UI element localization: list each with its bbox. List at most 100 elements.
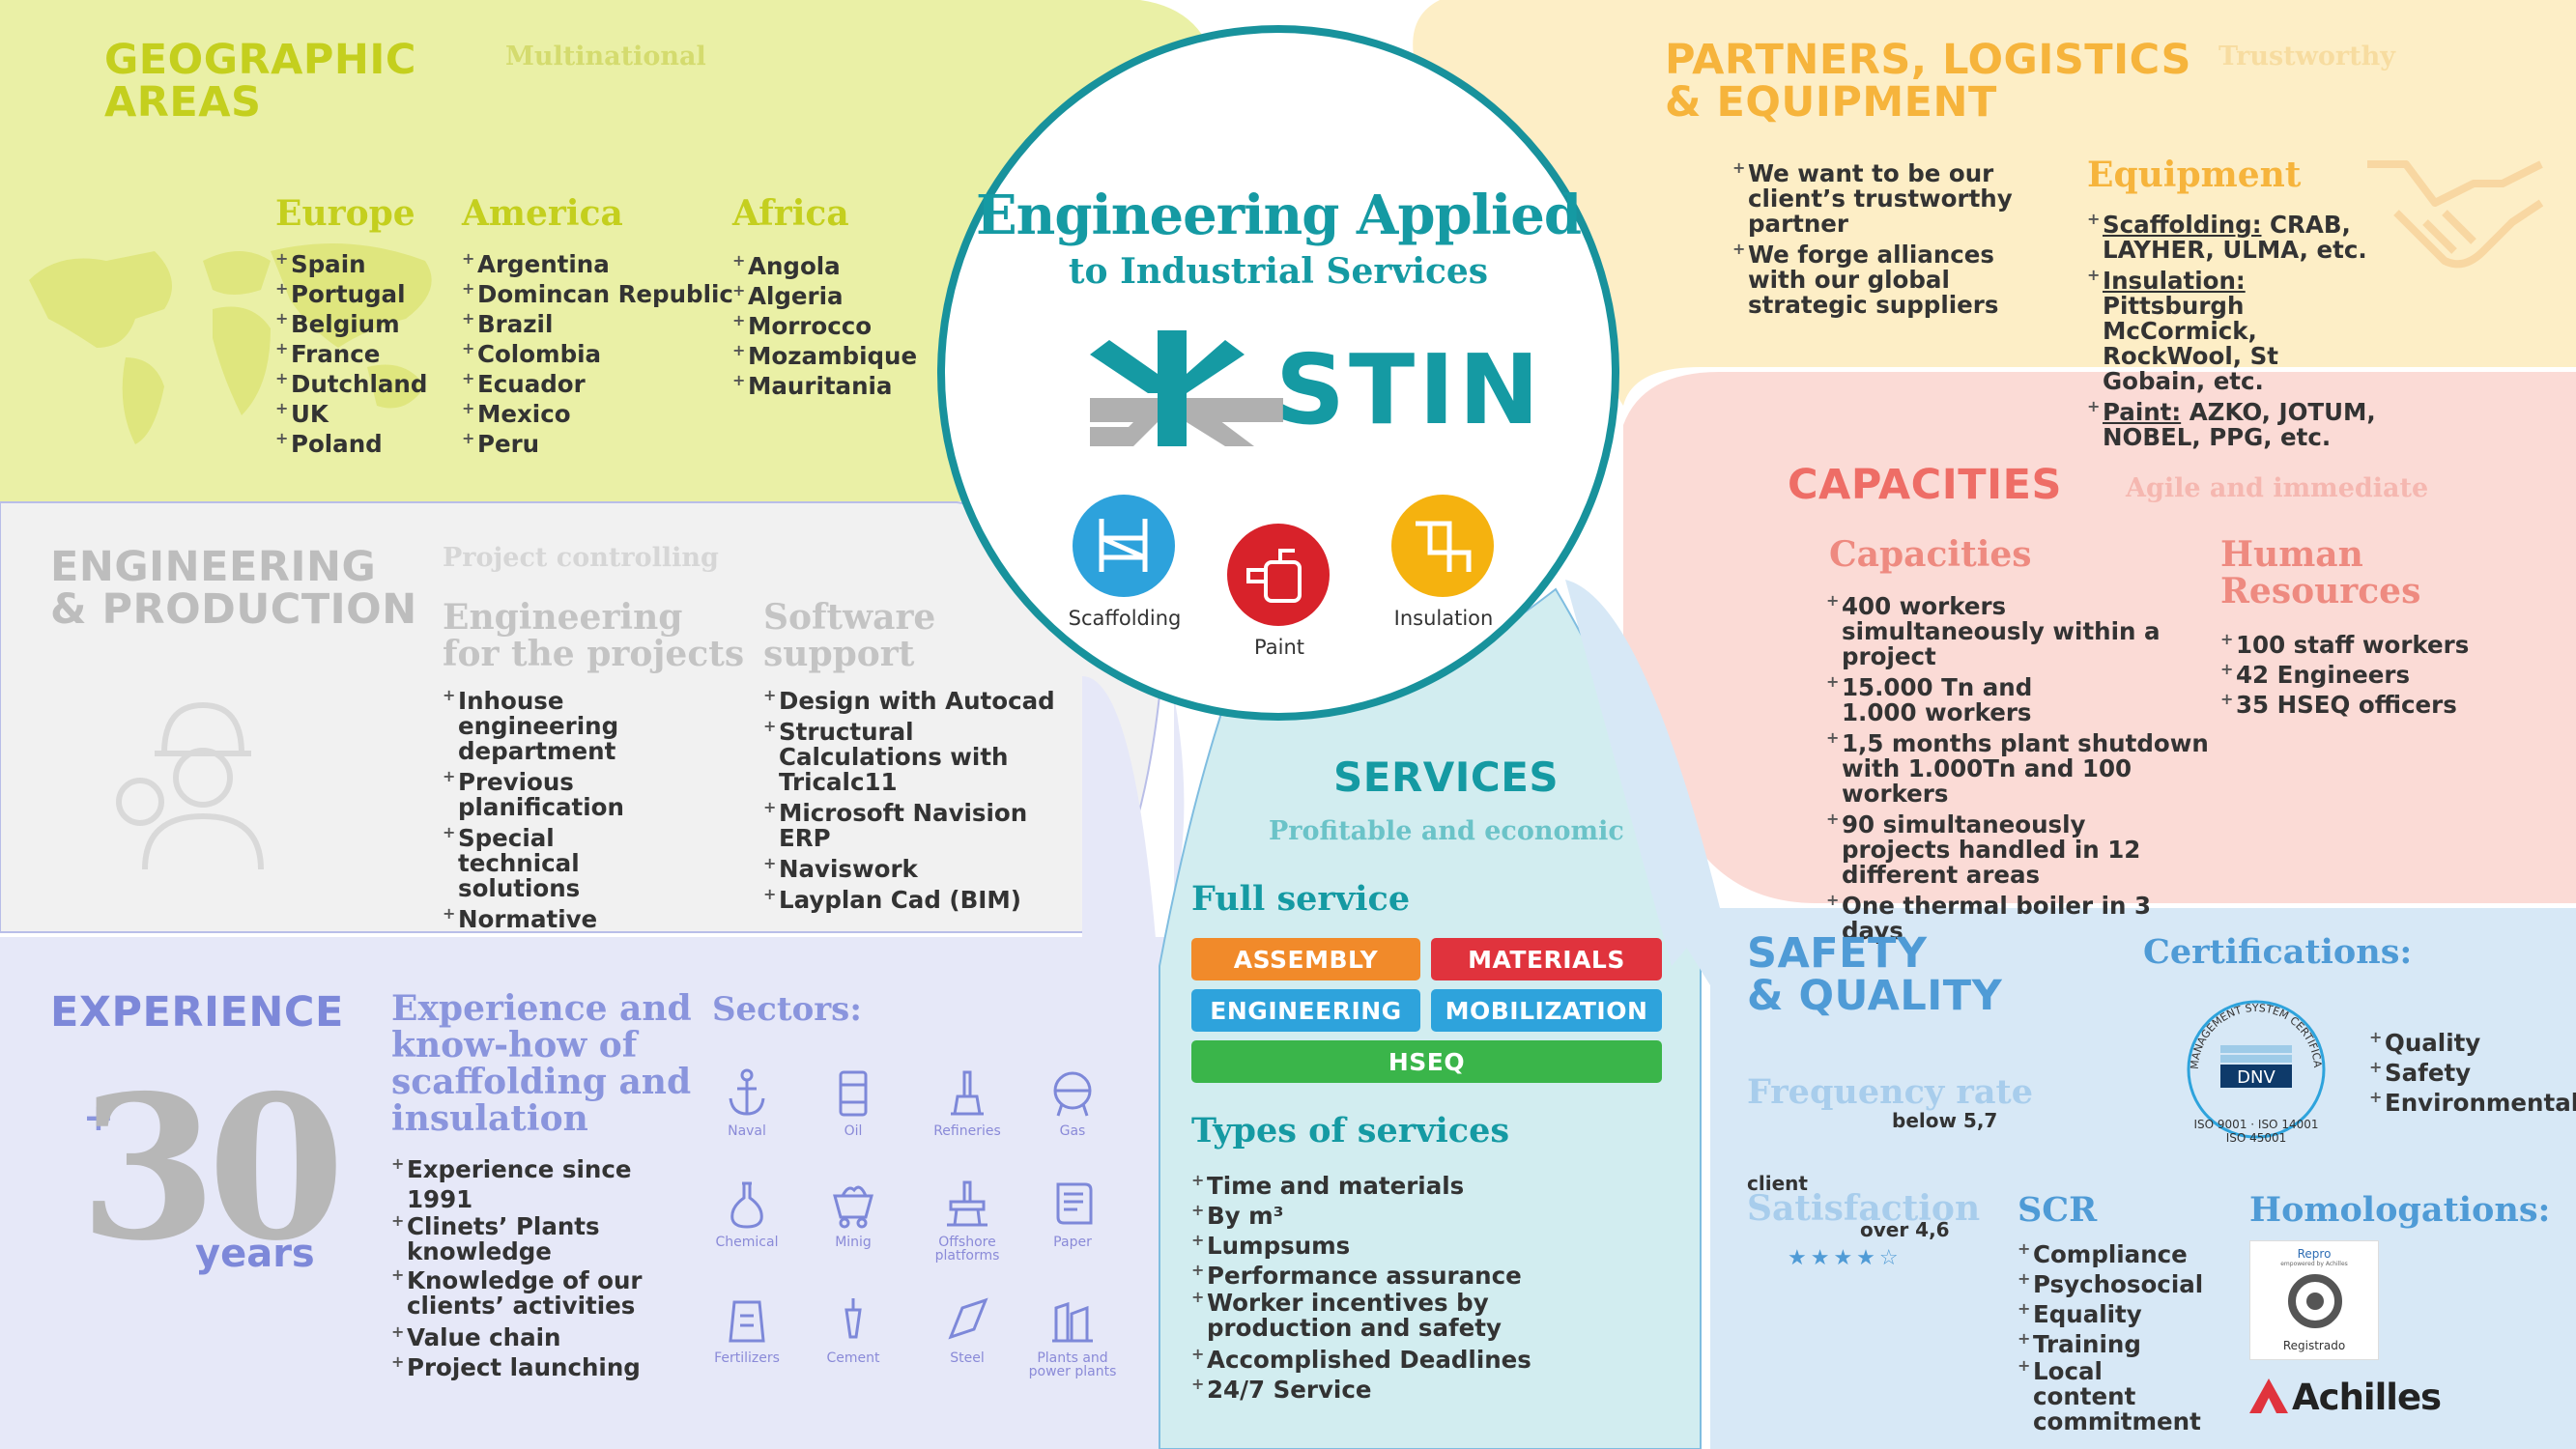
europe-title: Europe	[275, 193, 415, 234]
sector-cement: Cement	[800, 1294, 906, 1366]
list-item: Layplan Cad (BIM)	[763, 882, 1073, 913]
engineering-projects-list: Inhouse engineering department Previous …	[443, 683, 732, 932]
list-item: Experience since 1991	[391, 1149, 662, 1214]
trowel-icon	[844, 1298, 862, 1339]
list-item: Performance assurance	[1191, 1255, 1617, 1291]
scr-title: SCR	[2018, 1190, 2098, 1230]
safety-title: SAFETY& QUALITY	[1747, 929, 2003, 1020]
sector-paper: Paper	[1019, 1179, 1126, 1250]
list-item: Inhouse engineering department	[443, 683, 732, 764]
list-item: 1,5 months plant shutdown with 1.000Tn a…	[1826, 725, 2213, 807]
anchor-icon	[729, 1068, 765, 1116]
list-item: Paint: AZKO, JOTUM, NOBEL, PPG, etc.	[2087, 394, 2377, 450]
repro-badge: Repro empowered by Achilles Registrado	[2249, 1240, 2379, 1360]
list-item: 90 simultaneously projects handled in 12…	[1826, 807, 2193, 888]
list-item: Naviswork	[763, 851, 1073, 882]
sector-refineries: Refineries	[914, 1067, 1020, 1139]
capacities-title: CAPACITIES	[1788, 461, 2062, 509]
power-plant-icon	[1052, 1301, 1093, 1343]
engineering-tagline: Project controlling	[443, 543, 719, 573]
list-item: Equality	[2018, 1293, 2211, 1329]
insulation-label: Insulation	[1393, 607, 1494, 630]
list-item: Scaffolding: CRAB, LAYHER, ULMA, etc.	[2087, 207, 2377, 263]
capacities-tagline: Agile and immediate	[2126, 473, 2429, 503]
equipment-title: Equipment	[2087, 155, 2302, 195]
experience-plus: +	[83, 1096, 114, 1139]
sector-fertilizers: Fertilizers	[694, 1294, 800, 1366]
list-item: Psychosocial	[2018, 1264, 2211, 1299]
list-item: Colombia	[462, 333, 733, 369]
list-item: 42 Engineers	[2220, 654, 2469, 690]
experience-title: EXPERIENCE	[50, 988, 344, 1037]
america-title: America	[462, 193, 623, 234]
sector-offshore: Offshore platforms	[914, 1179, 1020, 1263]
list-item: 24/7 Service	[1191, 1369, 1617, 1405]
list-item: Argentina	[462, 243, 733, 279]
list-item: Special technical solutions	[443, 820, 665, 901]
partners-list: We want to be our client’s trustworthy p…	[1732, 156, 2051, 318]
list-item: Mexico	[462, 393, 733, 429]
sector-minig: Minig	[800, 1179, 906, 1250]
steel-icon	[948, 1297, 988, 1340]
satisfaction-value: over 4,6	[1860, 1218, 1950, 1241]
list-item: Brazil	[462, 303, 733, 339]
scaffolding-label: Scaffolding	[1068, 607, 1182, 630]
list-item: 100 staff workers	[2220, 624, 2469, 660]
partners-title: PARTNERS, LOGISTICS& EQUIPMENT	[1665, 36, 2191, 127]
list-item: Quality	[2369, 1022, 2576, 1058]
list-item: 400 workers simultaneously within a proj…	[1826, 588, 2213, 669]
mine-cart-icon	[833, 1185, 873, 1229]
hseq-badge: HSEQ	[1191, 1040, 1662, 1083]
homologations-title: Homologations:	[2249, 1190, 2551, 1230]
list-item: Algeria	[732, 275, 917, 311]
list-item: Lumpsums	[1191, 1225, 1617, 1261]
list-item: Angola	[732, 245, 917, 281]
list-item: Normative	[443, 901, 732, 932]
list-item: Knowledge of our clients’ activities	[391, 1263, 643, 1319]
experience-years: years	[195, 1232, 315, 1276]
center-subtitle: to Industrial Services	[1068, 251, 1489, 292]
engineering-badge: ENGINEERING	[1191, 989, 1420, 1032]
center-title: Engineering Applied	[975, 184, 1582, 247]
dnv-certification-badge-icon: MANAGEMENT SYSTEM CERTIFICATION DNV	[2174, 987, 2326, 1139]
repro-seal-icon	[2288, 1274, 2342, 1328]
fertilizer-bag-icon	[729, 1300, 765, 1343]
frequency-title: Frequency rate	[1747, 1072, 2033, 1112]
list-item: Worker incentives by production and safe…	[1191, 1285, 1617, 1341]
list-item: We want to be our client’s trustworthy p…	[1732, 156, 2051, 237]
handshake-icon	[2367, 160, 2544, 269]
list-item: Previous planification	[443, 764, 732, 820]
list-item: Microsoft Navision ERP	[763, 795, 1073, 851]
list-item: Environmental	[2369, 1082, 2576, 1118]
list-item: Mozambique	[732, 335, 917, 371]
mobilization-badge: MOBILIZATION	[1431, 989, 1662, 1032]
list-item: Safety	[2369, 1052, 2576, 1088]
scaffolding-icon	[1073, 495, 1175, 597]
achilles-logo-icon	[2249, 1378, 2288, 1413]
list-item: Project launching	[391, 1347, 662, 1382]
certification-list: Quality Safety Environmental	[2369, 1022, 2576, 1118]
list-item: 35 HSEQ officers	[2220, 684, 2469, 720]
list-item: Value chain	[391, 1317, 662, 1352]
list-item: Time and materials	[1191, 1165, 1617, 1201]
sector-power-plants: Plants and power plants	[1019, 1294, 1126, 1378]
svg-text:DNV: DNV	[2237, 1067, 2275, 1088]
list-item: Insulation: Pittsburgh McCormick, RockWo…	[2087, 263, 2377, 394]
list-item: Local content commitment	[2018, 1353, 2211, 1435]
list-item: 15.000 Tn and 1.000 workers	[1826, 669, 2097, 725]
materials-badge: MATERIALS	[1431, 938, 1662, 980]
list-item: Spain	[275, 243, 427, 279]
hr-list: 100 staff workers 42 Engineers 35 HSEQ o…	[2220, 624, 2469, 720]
list-item: Compliance	[2018, 1234, 2211, 1269]
europe-list: Spain Portugal Belgium France Dutchland …	[275, 243, 427, 459]
partners-tagline: Trustworthy	[2218, 42, 2395, 71]
paint-label: Paint	[1254, 636, 1304, 659]
assembly-badge: ASSEMBLY	[1191, 938, 1420, 980]
stin-logo-icon	[1090, 330, 1283, 446]
paper-scroll-icon	[1056, 1182, 1093, 1225]
list-item: Morrocco	[732, 305, 917, 341]
services-title: SERVICES	[1333, 753, 1560, 801]
list-item: Belgium	[275, 303, 427, 339]
achilles-logo-text: Achilles	[2292, 1377, 2442, 1418]
